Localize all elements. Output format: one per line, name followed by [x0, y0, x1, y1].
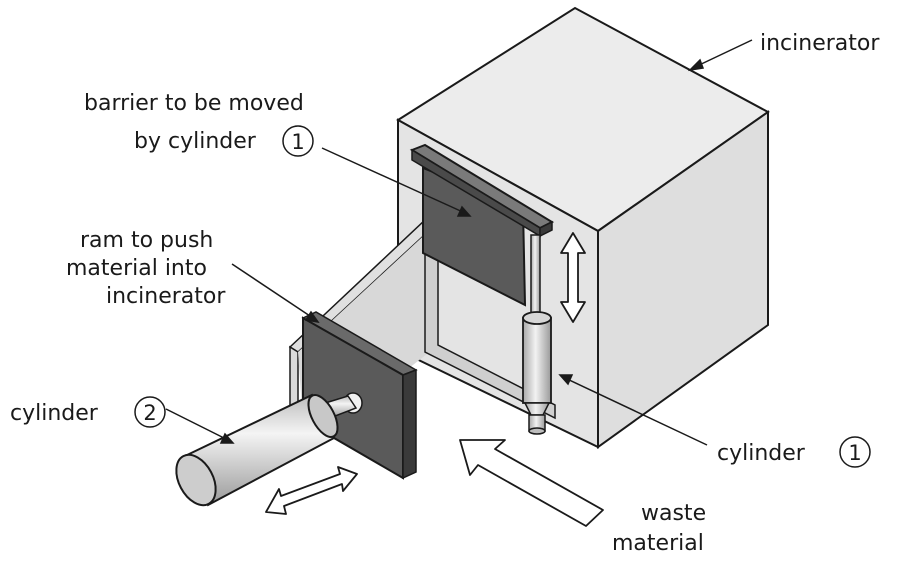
ram-plate-edge: [402, 368, 417, 480]
cylinder-2: [175, 392, 363, 507]
label-ram-line2: material into: [66, 256, 207, 281]
leader-incinerator: [694, 39, 753, 68]
label-ram-line1: ram to push: [80, 228, 213, 253]
cylinder-1-end-cap: [528, 427, 546, 435]
leader-incinerator-head: [687, 58, 705, 72]
cylinder-2-end: [307, 394, 339, 438]
cylinder-1-rod: [530, 234, 541, 321]
incinerator-side-face: [597, 110, 769, 449]
cylinder-2-number-circle: [134, 396, 166, 428]
leader-cylinder-1: [564, 377, 708, 446]
label-barrier-line2: by cylinder: [134, 129, 257, 154]
label-cylinder-1-number: 1: [848, 441, 861, 465]
cylinder-1-body: [522, 317, 552, 404]
leader-barrier-head: [456, 205, 472, 217]
leader-cylinder-1-head: [558, 374, 574, 386]
leader-cylinder-2: [165, 408, 229, 441]
leader-ram: [231, 263, 314, 319]
label-incinerator: incinerator: [760, 31, 880, 56]
cylinder-1-number-circle: [839, 436, 871, 468]
leader-ram-head: [304, 310, 320, 324]
barrier-number-circle: [282, 125, 314, 157]
cylinder-1: [522, 234, 552, 435]
horizontal-double-arrow: [265, 466, 358, 515]
label-cylinder-1: cylinder: [717, 441, 806, 466]
label-ram-line3: incinerator: [106, 284, 226, 309]
leader-cylinder-2-head: [219, 432, 235, 444]
label-waste-line1: waste: [641, 501, 706, 526]
label-waste-line2: material: [612, 531, 704, 556]
vertical-double-arrow: [560, 232, 586, 323]
barrier-rail-end: [539, 220, 553, 238]
label-barrier-number: 1: [291, 130, 304, 154]
label-cylinder-2: cylinder: [10, 401, 99, 426]
label-barrier-line1: barrier to be moved: [84, 91, 304, 116]
cylinder-1-body-top: [522, 311, 552, 325]
barrier: [409, 143, 555, 307]
label-cylinder-2-number: 2: [143, 401, 156, 425]
cylinder-2-base: [175, 453, 217, 507]
leader-barrier: [321, 147, 466, 214]
waste-material-arrow: [459, 439, 604, 527]
